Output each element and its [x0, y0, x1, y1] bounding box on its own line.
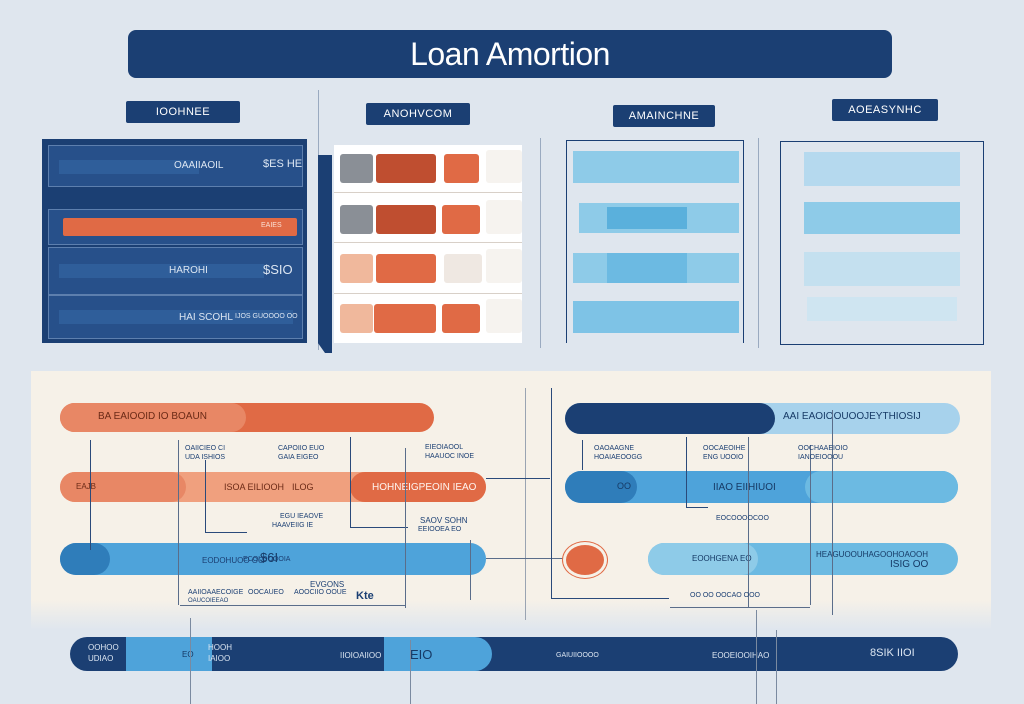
panel-payments — [566, 140, 744, 343]
page-title: Loan Amortion — [128, 30, 892, 78]
timeline-bar-1: BA EAIOOID IO BOAUN — [60, 403, 434, 432]
timeline-bar-right-3: EOOHGENA EO HEAGUOOUHAGOOHOAOOH ISIG OO — [648, 543, 958, 575]
row-4-value: IJOS GUOOOO OO — [235, 313, 298, 320]
bar-2-tag: HOHNEIGPEOIN IEAO — [372, 482, 477, 493]
note-e2: ECOI OOOOIA — [243, 556, 291, 563]
note-h2: AOOCIIO OOUE — [294, 589, 347, 596]
right-bar-1-label: AAI EAOIOOUOOJEYTHIOSIJ — [783, 411, 921, 422]
note-c1: EIEOIAOOL — [425, 444, 464, 451]
note-b2: GAIA EIGEO — [278, 454, 319, 461]
summary-f: GAIUIIOOOO — [556, 652, 599, 659]
summary-bar: OOHOO UDIAO EO HOOH IAIOO IIOIOAIIOO EIO… — [70, 637, 958, 671]
milestone-dot — [566, 545, 604, 575]
bar-2-mid-small: ILOG — [292, 482, 314, 492]
panel-row-2: EAIES — [48, 209, 303, 245]
panel-2-marker — [318, 155, 332, 353]
timeline-bar-2: EAJB ISOA EILIOOH ILOG HOHNEIGPEOIN IEAO — [60, 472, 486, 502]
note-d1: EGU IEAOVE — [280, 513, 324, 520]
summary-b: EO — [182, 650, 194, 659]
right-note-3: OOCAEOIHE — [703, 445, 746, 452]
summary-g: EOOEIOOIHAO — [712, 651, 770, 660]
note-f: SAOV SOHN — [420, 516, 468, 525]
note-f2: EEIOOEA EO — [418, 526, 462, 533]
note-e1: EODOHUOO OO — [202, 556, 265, 565]
panel-schedule — [334, 145, 522, 343]
column-header-4: AOEASYNHC — [832, 99, 938, 121]
bar-1-label: BA EAIOOID IO BOAUN — [98, 411, 207, 422]
note-a1: OAIICIEO CI — [185, 445, 226, 452]
right-bar-3-b: ISIG OO — [890, 559, 929, 570]
bar-2-mid: ISOA EILIOOH — [224, 482, 285, 492]
column-header-2: ANOHVCOM — [366, 103, 470, 125]
highlight-bar — [63, 218, 297, 236]
right-note-7: OO OO OOCAO OOO — [690, 592, 761, 599]
right-note-5: OOCHAAEIOIO — [798, 445, 848, 452]
note-i: EVGONS — [310, 580, 345, 589]
note-c2: HAAUOC INOE — [425, 453, 475, 460]
divider-2 — [540, 138, 541, 348]
right-bar-2-left: OO — [617, 481, 632, 491]
right-note-6: IANOEIOOOU — [798, 454, 844, 461]
note-a2: UDA ISHIOS — [185, 454, 226, 461]
summary-d: IIOIOAIIOO — [340, 651, 382, 660]
right-note-1: OAOAAGNE — [594, 445, 635, 452]
panel-row-1: OAAIIAOIL $ES HE — [48, 145, 303, 187]
right-note-8: EOCOOOOCOO — [716, 515, 769, 522]
note-g1: AAIIOAAECOIGE — [188, 589, 244, 596]
right-bar-2-label: IIAO EIIHIUOI — [713, 482, 776, 493]
row-4-label: HAI SCOHL — [179, 312, 233, 323]
panel-row-4: HAI SCOHL IJOS GUOOOO OO — [48, 295, 303, 339]
summary-a2: UDIAO — [88, 654, 114, 663]
panel-row-3: HAROHI $SIO — [48, 247, 303, 295]
row-2-value: EAIES — [261, 222, 282, 229]
row-1-label: OAAIIAOIL — [174, 160, 224, 171]
bar-3-mid: $6I — [260, 550, 279, 565]
note-j: Kte — [356, 590, 374, 602]
timeline-bar-right-1: AAI EAOIOOUOOJEYTHIOSIJ — [565, 403, 960, 434]
right-note-2: HOAIAEOOGG — [594, 454, 643, 461]
bar-2-left: EAJB — [76, 482, 97, 491]
summary-a1: OOHOO — [88, 643, 119, 652]
column-header-1: IOOHNEE — [126, 101, 240, 123]
divider-3 — [758, 138, 759, 348]
summary-h: 8SIK IIOI — [870, 647, 915, 659]
note-b1: CAPOIIO EUO — [278, 445, 325, 452]
right-bar-3-label: HEAGUOOUHAGOOHOAOOH — [816, 550, 929, 559]
right-bar-3-left: EOOHGENA EO — [692, 554, 752, 563]
summary-c1: HOOH — [208, 643, 232, 652]
summary-e: EIO — [410, 647, 433, 662]
row-1-value: $ES HE — [263, 158, 303, 170]
right-note-4: ENG UOOIO — [703, 454, 744, 461]
summary-c2: IAIOO — [208, 654, 231, 663]
column-header-3: AMAINCHNE — [613, 105, 715, 127]
row-3-value: $SIO — [263, 262, 293, 277]
panel-interest — [780, 141, 984, 345]
timeline-bar-3: $6I — [60, 543, 486, 575]
row-3-label: HAROHI — [169, 265, 208, 276]
note-h1: OOCAUEO — [248, 589, 284, 596]
note-g2: OAUCOIEEAO — [188, 598, 229, 604]
timeline-bar-right-2: OO IIAO EIIHIUOI — [565, 471, 958, 503]
panel-balance: OAAIIAOIL $ES HE EAIES HAROHI $SIO HAI S… — [42, 139, 307, 343]
note-d2: HAAVEIIG IE — [272, 522, 314, 529]
